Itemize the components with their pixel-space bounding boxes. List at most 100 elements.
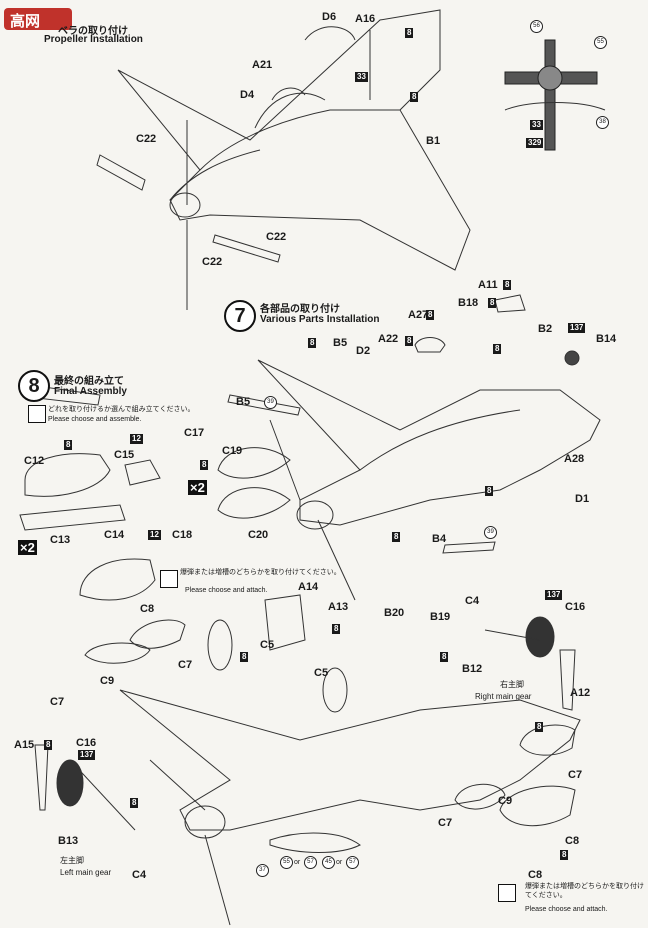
- part-label: C8: [140, 603, 155, 615]
- part-label: A15: [14, 739, 35, 751]
- paint-badge: 8: [426, 310, 435, 320]
- multiplier-x2: ×2: [18, 540, 37, 555]
- part-label: C17: [184, 427, 205, 439]
- part-label: C14: [104, 529, 125, 541]
- choose-assemble-note-jp: どれを取り付けるか選んで組み立てください。: [48, 406, 195, 413]
- part-label: A16: [355, 13, 376, 25]
- part-label: A11: [478, 279, 498, 291]
- paint-badge: 8: [503, 280, 512, 290]
- choose-icon: [498, 884, 516, 902]
- part-label: B19: [430, 611, 451, 623]
- color-callout: 57: [346, 856, 359, 869]
- part-label: A14: [298, 581, 319, 593]
- part-label: C7: [178, 659, 193, 671]
- part-label: B13: [58, 835, 79, 847]
- watermark-logo-text: 高网: [10, 13, 41, 30]
- paint-badge: 8: [130, 798, 139, 808]
- step7-number: 7: [224, 300, 256, 332]
- color-callout: 45: [322, 856, 335, 869]
- part-label: B14: [596, 333, 617, 345]
- step8-aircraft-drawing: [34, 594, 581, 926]
- part-label: C8: [528, 869, 543, 881]
- part-label: D4: [240, 89, 255, 101]
- color-callout: 38: [596, 116, 609, 129]
- choose-icon: [160, 570, 178, 588]
- part-label: C22: [136, 133, 157, 145]
- color-callout: 57: [304, 856, 317, 869]
- part-label: C8: [565, 835, 580, 847]
- left-gear-jp: 左主脚: [60, 856, 84, 865]
- choose-attach-note-en: Please choose and attach.: [185, 587, 268, 594]
- step8-title-en: Final Assembly: [54, 386, 127, 397]
- part-label: B12: [462, 663, 483, 675]
- choose-attach-note-jp: 爆弾または増槽のどちらかを取り付けてください。: [180, 569, 341, 576]
- part-label: A12: [570, 687, 591, 699]
- part-label: A28: [564, 453, 585, 465]
- paint-badge: 8: [488, 298, 497, 308]
- step7-aircraft-drawing: [227, 294, 601, 601]
- part-label: B5: [333, 337, 348, 349]
- multiplier-x2: ×2: [188, 480, 207, 495]
- paint-badge: 8: [560, 850, 569, 860]
- choose-assemble-note-en: Please choose and assemble.: [48, 416, 142, 423]
- color-callout: 39: [484, 526, 497, 539]
- paint-badge: 8: [308, 338, 317, 348]
- part-label: B18: [458, 297, 479, 309]
- part-label: C19: [222, 445, 243, 457]
- part-label: C7: [568, 769, 583, 781]
- paint-badge: 8: [405, 28, 414, 38]
- part-label: C7: [50, 696, 65, 708]
- watermark-logo: 高网: [4, 2, 74, 42]
- color-callout: 37: [256, 864, 269, 877]
- paint-badge: 8: [410, 92, 419, 102]
- part-label: C20: [248, 529, 269, 541]
- step8-title-jp: 最終の組み立て: [54, 376, 124, 387]
- paint-badge: 8: [485, 486, 494, 496]
- step6-title-jp: ベラの取り付け: [58, 26, 128, 37]
- part-label: C4: [465, 595, 480, 607]
- part-label: D1: [575, 493, 590, 505]
- or-text: or: [294, 859, 301, 866]
- choose-attach-note-en: Please choose and attach.: [525, 906, 608, 913]
- part-label: B2: [538, 323, 553, 335]
- paint-badge: 8: [200, 460, 209, 470]
- paint-badge: 8: [405, 336, 414, 346]
- step7-title-jp: 各部品の取り付け: [260, 304, 340, 315]
- stores-drawings: [19, 384, 576, 827]
- step8-number: 8: [18, 370, 50, 402]
- part-label: C5: [314, 667, 329, 679]
- paint-badge: 137: [568, 323, 586, 333]
- paint-badge: 329: [526, 138, 544, 148]
- paint-badge: 33: [530, 120, 543, 130]
- paint-badge: 8: [440, 652, 449, 662]
- color-callout: 56: [530, 20, 543, 33]
- paint-badge: 8: [535, 722, 544, 732]
- part-label: C4: [132, 869, 147, 881]
- part-label: C18: [172, 529, 193, 541]
- propeller-inset-drawing: [504, 39, 606, 151]
- paint-badge: 8: [392, 532, 401, 542]
- part-label: C9: [498, 795, 513, 807]
- part-label: A21: [252, 59, 273, 71]
- paint-badge: 12: [148, 530, 161, 540]
- left-gear-en: Left main gear: [60, 868, 112, 877]
- paint-badge: 137: [545, 590, 563, 600]
- part-label: C15: [114, 449, 135, 461]
- or-text: or: [336, 859, 343, 866]
- paint-badge: 8: [332, 624, 341, 634]
- color-callout: 39: [264, 396, 277, 409]
- step6-title-en: Propeller Installation: [44, 34, 143, 45]
- choose-icon: [28, 405, 46, 423]
- part-label: C22: [266, 231, 287, 243]
- paint-badge: 8: [44, 740, 53, 750]
- part-label: C5: [260, 639, 275, 651]
- part-label: C7: [438, 817, 453, 829]
- part-label: C16: [76, 737, 97, 749]
- part-label: A13: [328, 601, 349, 613]
- part-label: B1: [426, 135, 441, 147]
- color-callout: 55: [280, 856, 293, 869]
- part-label: D2: [356, 345, 371, 357]
- paint-badge: 8: [493, 344, 502, 354]
- color-callout: 55: [594, 36, 607, 49]
